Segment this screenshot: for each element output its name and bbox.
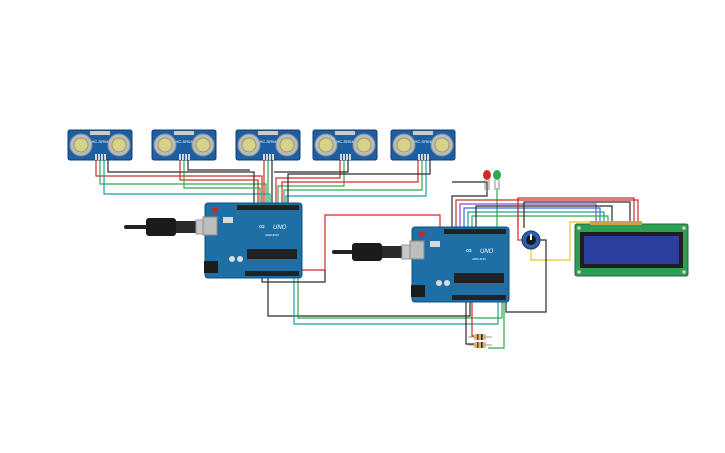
potentiometer[interactable] (521, 230, 541, 250)
usb-port (202, 216, 218, 236)
resistor[interactable] (468, 334, 492, 340)
board-name-label: UNO (273, 225, 287, 231)
ultrasonic-sensor[interactable]: HC-SR04 (390, 129, 456, 161)
wire-lcd-blue (463, 207, 601, 228)
wire-led-black (452, 181, 488, 188)
arduino-uno-board[interactable]: ∞ UNO ARDUINO (409, 226, 510, 303)
board-maker-label: ARDUINO (472, 257, 487, 261)
power-header (452, 295, 506, 300)
usb-port (409, 240, 425, 260)
board-maker-label: ARDUINO (265, 233, 280, 237)
board-logo-infinity: ∞ (259, 222, 265, 231)
digital-header (237, 205, 299, 210)
wire-lcd-black2 (523, 201, 631, 228)
wire-sensor4-red (275, 160, 341, 205)
sensor-model-label: HC-SR04 (336, 139, 354, 144)
wire-pot-yellow (530, 221, 592, 261)
sensor-model-label: HC-SR04 (414, 139, 432, 144)
board-pcb (204, 202, 303, 279)
wire-lcd-purple (459, 203, 597, 228)
usb-cable-2 (332, 243, 417, 261)
wire-board1-board2-red (300, 214, 441, 271)
microcontroller-chip (454, 273, 504, 283)
wire-board1-board2-teal (293, 278, 499, 325)
reset-button (419, 231, 425, 237)
wire-sensor2-green (183, 160, 261, 205)
led-red[interactable] (483, 170, 491, 190)
wire-sensor1-teal (103, 160, 271, 205)
microcontroller-chip (247, 249, 297, 259)
sensor-model-label: HC-SR04 (175, 139, 193, 144)
ultrasonic-sensor[interactable]: HC-SR04 (151, 129, 217, 161)
wire-sensor4-green (277, 160, 345, 205)
power-jack (204, 261, 218, 273)
lcd-pin-header (590, 221, 642, 225)
arduino-uno-board[interactable]: ∞ UNO ARDUINO (202, 202, 303, 279)
wire-lcd-black (475, 205, 613, 228)
wire-sensor5-red (281, 160, 419, 205)
resistor[interactable] (468, 342, 492, 348)
ultrasonic-sensor[interactable]: HC-SR04 (235, 129, 301, 161)
ultrasonic-sensor[interactable]: HC-SR04 (312, 129, 378, 161)
reset-button (212, 207, 218, 213)
digital-header (444, 229, 506, 234)
power-jack (411, 285, 425, 297)
wire-sensor5-black (287, 160, 431, 205)
sensor-model-label: HC-SR04 (91, 139, 109, 144)
wire-sensor5-teal (285, 160, 427, 205)
wire-sensor1-red (95, 160, 263, 205)
wire-pot-black (505, 239, 547, 313)
wire-lcd-green (471, 215, 609, 228)
wire-sensor2-red (179, 160, 259, 205)
wire-lcd-red (455, 199, 639, 228)
led-green[interactable] (493, 170, 501, 190)
board-pcb (411, 226, 510, 303)
board-logo-infinity: ∞ (466, 246, 472, 255)
wire-sensor5-green (283, 160, 423, 205)
wire-board1-board2-green (297, 278, 503, 319)
ultrasonic-sensor[interactable]: HC-SR04 (67, 129, 133, 161)
wires (95, 160, 639, 349)
wire-led-red (451, 188, 488, 228)
sensor-row: HC-SR04 HC-SR04 HC-SR04 (67, 129, 456, 161)
lcd-screen (584, 236, 679, 264)
wire-res-green (488, 302, 505, 349)
wire-sensor1-black (107, 160, 255, 205)
lcd-display[interactable] (574, 221, 689, 277)
wire-board1-board2-black2 (261, 270, 326, 283)
wire-res-black (465, 302, 476, 345)
usb-cable-1 (124, 218, 211, 236)
wire-sensor4-black (274, 160, 349, 173)
wire-lcd-teal (467, 211, 605, 228)
sensor-model-label: HC-SR04 (259, 139, 277, 144)
board-name-label: UNO (480, 249, 494, 255)
power-header (245, 271, 299, 276)
wire-board1-board2-black (267, 278, 471, 317)
wire-sensor2-black (187, 160, 250, 171)
wire-res-red (471, 302, 476, 337)
wire-sensor1-green (99, 160, 267, 205)
